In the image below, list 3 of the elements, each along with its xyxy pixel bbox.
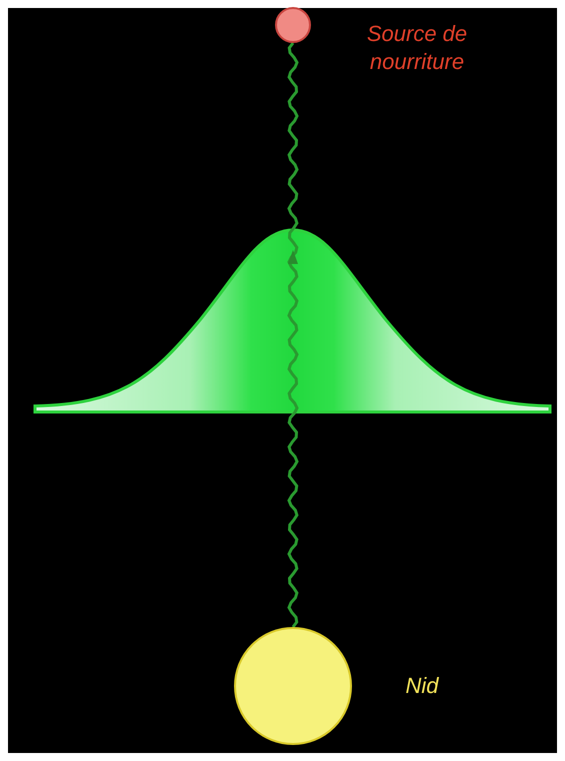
node-caption: Source de nourriture [366, 20, 468, 76]
node-caption: Nid [404, 672, 440, 700]
wavy-arrow [287, 42, 299, 628]
